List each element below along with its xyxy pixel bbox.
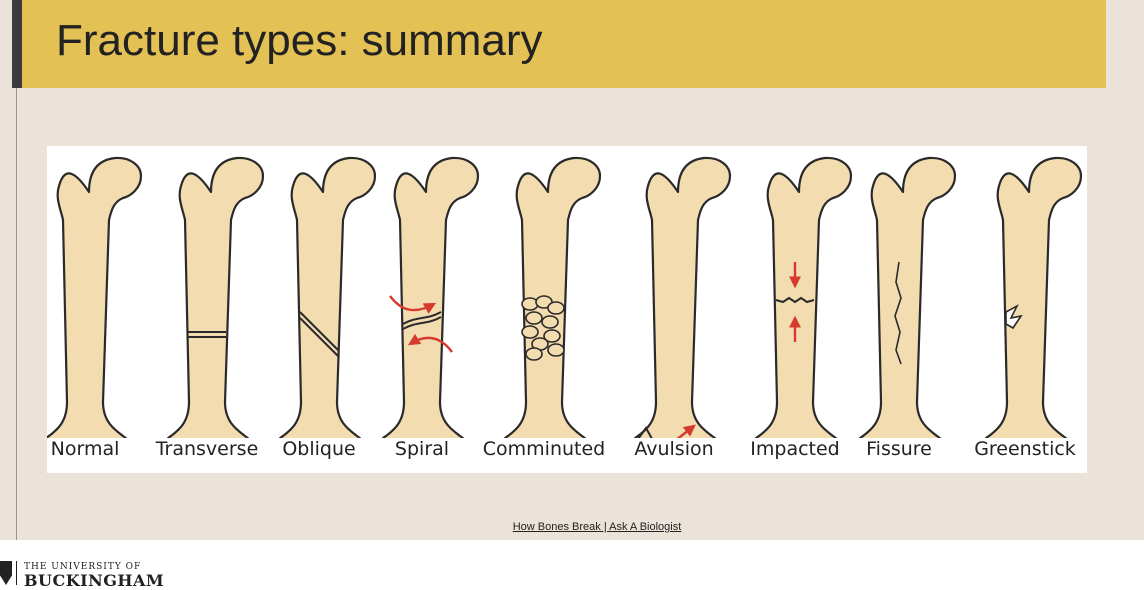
shield-icon (0, 561, 12, 585)
label-greenstick: Greenstick (974, 438, 1076, 460)
bone-avulsion (627, 156, 732, 438)
title-band (12, 0, 1106, 88)
university-logo: THE UNIVERSITY OF BUCKINGHAM (0, 559, 220, 590)
bone-oblique (272, 156, 377, 438)
logo-line-1: THE UNIVERSITY OF (24, 562, 142, 572)
bone-impacted (748, 156, 853, 438)
bone-spiral (375, 156, 480, 438)
label-spiral: Spiral (394, 438, 450, 460)
title-accent-bar (12, 0, 22, 88)
left-rule (16, 88, 17, 540)
label-oblique: Oblique (282, 438, 356, 460)
label-avulsion: Avulsion (634, 438, 714, 460)
bone-transverse (160, 156, 265, 438)
slide-title: Fracture types: summary (56, 16, 543, 65)
bone-greenstick (978, 156, 1083, 438)
bones-illustration (47, 156, 1083, 438)
label-transverse: Transverse (155, 438, 259, 460)
fracture-types-figure: Normal Transverse Oblique Spiral Comminuted A… (47, 146, 1087, 473)
slide: Fracture types: summary Normal Transverse… (0, 0, 1144, 540)
label-comminuted: Comminuted (482, 438, 606, 460)
bone-fissure (852, 156, 957, 438)
logo-line-2: BUCKINGHAM (24, 571, 165, 590)
fracture-labels: Normal Transverse Oblique Spiral Comminuted A… (47, 438, 1087, 464)
label-normal: Normal (50, 438, 120, 460)
bone-normal (47, 156, 143, 438)
logo-divider (16, 561, 17, 585)
source-link[interactable]: How Bones Break | Ask A Biologist (512, 521, 682, 533)
bone-comminuted (497, 156, 602, 438)
label-impacted: Impacted (750, 438, 840, 460)
label-fissure: Fissure (866, 438, 932, 460)
